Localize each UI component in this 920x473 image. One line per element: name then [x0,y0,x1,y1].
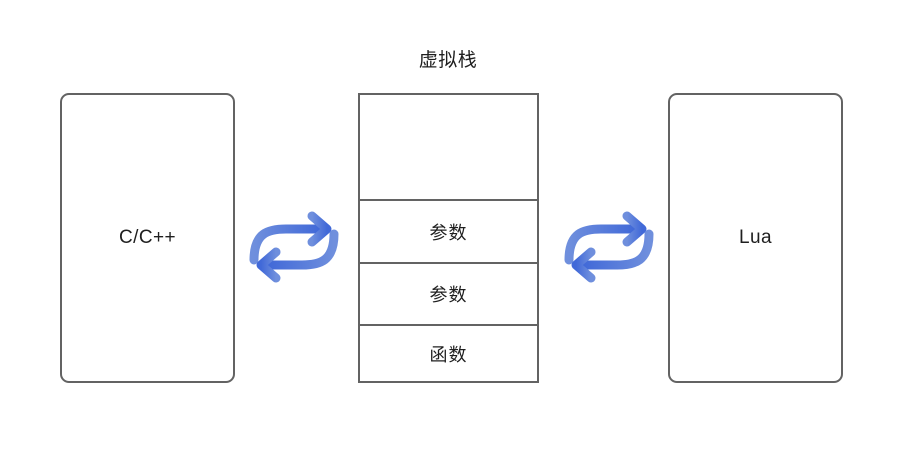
arrow-left-shaft [578,229,654,270]
arrow-left-shaft [263,229,339,270]
arrow-left-head [256,247,281,283]
arrow-right-shaft [564,224,640,265]
arrow-right-shaft [249,224,325,265]
arrow-right-head [307,211,332,247]
virtual-stack: 参数 参数 函数 [358,93,539,383]
stack-cell-function-label: 函数 [429,344,468,365]
exchange-arrows-icon-right [563,207,655,287]
right-box-lua: Lua [668,93,843,383]
page-title: 虚拟栈 [418,50,478,71]
stack-cell-param-1-label: 参数 [429,222,468,243]
exchange-arrows-icon-left [248,207,340,287]
stack-cell-function: 函数 [360,326,537,381]
stack-cell-param-1: 参数 [360,201,537,264]
arrow-left-head [571,247,596,283]
stack-cell-param-2-label: 参数 [429,285,468,305]
stack-cell-param-2: 参数 [360,264,537,326]
left-box-c-cpp: C/C++ [60,93,235,383]
arrow-right-head [622,211,647,247]
stack-cell-empty [360,95,537,201]
left-box-label: C/C++ [119,227,176,248]
right-box-label: Lua [739,227,772,248]
